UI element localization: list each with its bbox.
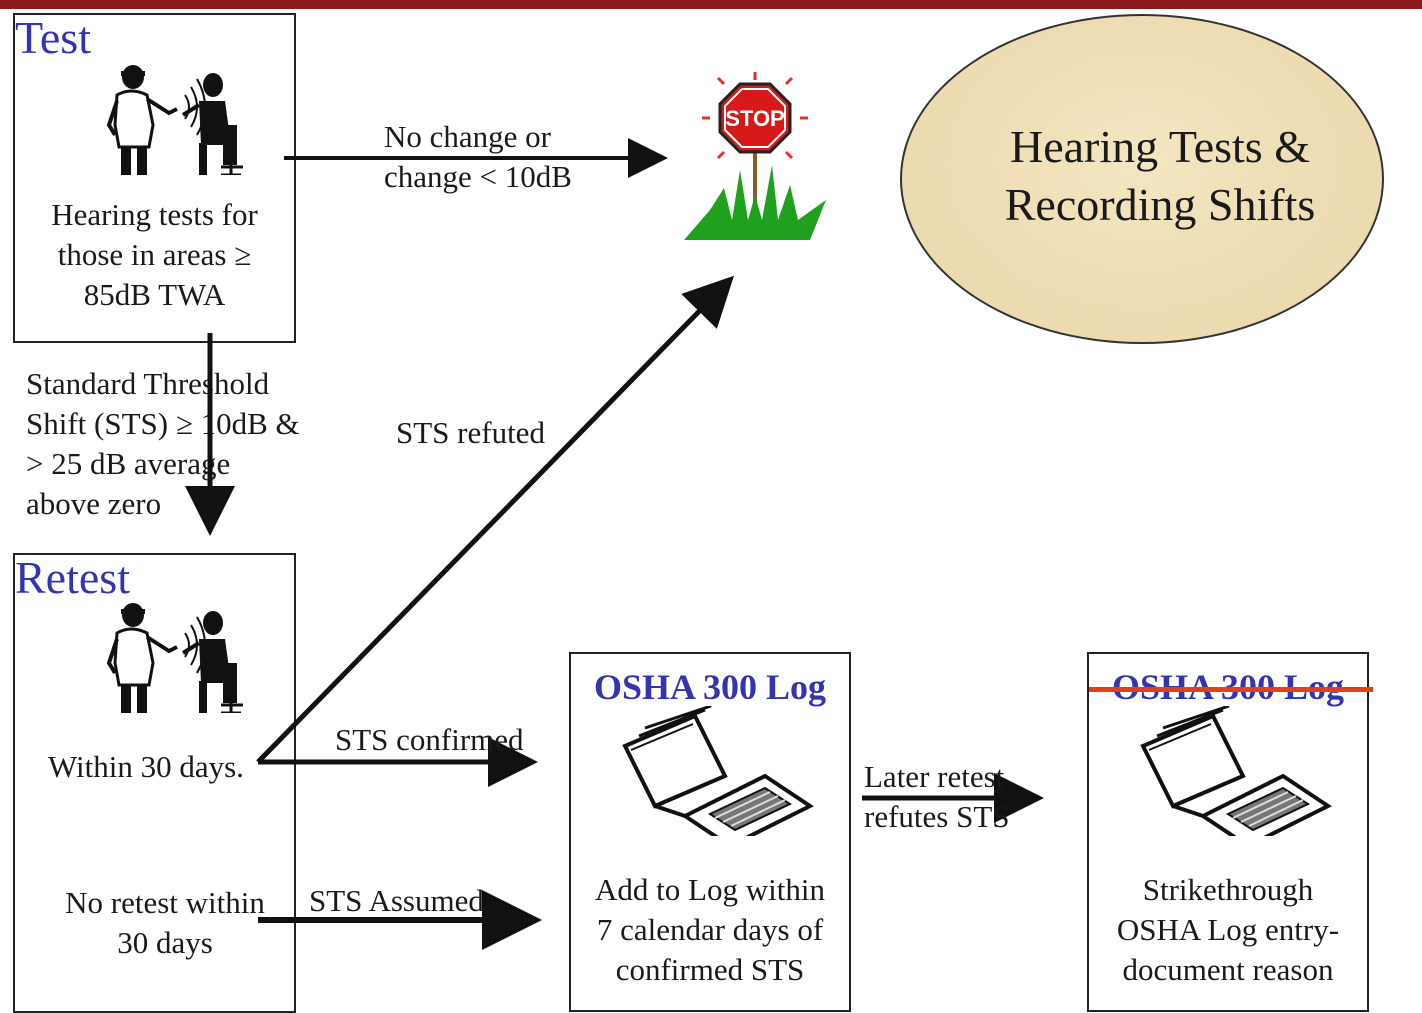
sts-assumed-label: STS Assumed: [309, 883, 484, 918]
arrow-sts-refuted: [256, 275, 734, 764]
doctor-patient-icon: [106, 65, 243, 175]
doctor-patient-icon: [106, 603, 243, 713]
laptop-log-icon: [1140, 706, 1332, 836]
osha-log-title: OSHA 300 Log: [593, 667, 827, 707]
sts-criteria: Standard Threshold Shift (STS) ≥ 10dB & …: [26, 364, 300, 524]
sts-criteria-line-3: > 25 dB average: [26, 446, 231, 481]
stop-sign-icon: STOP: [684, 72, 826, 240]
sts-criteria-line-2: Shift (STS) ≥ 10dB &: [26, 406, 300, 441]
no-retest-text: No retest within 30 days: [35, 883, 295, 963]
osha-strike-desc-line-1: Strikethrough: [1142, 872, 1314, 907]
strike-line: [1089, 687, 1373, 692]
diagram-title: Hearing Tests & Recording Shifts: [900, 118, 1420, 234]
title-line-2: Recording Shifts: [1004, 179, 1316, 230]
no-change-label: No change or change < 10dB: [384, 117, 572, 197]
test-title: Test: [15, 12, 91, 63]
no-retest-line-2: 30 days: [117, 925, 213, 960]
test-desc-line-1: Hearing tests for: [51, 197, 258, 232]
later-retest-label: Later retest refutes STS: [864, 757, 1010, 837]
sts-confirmed-label: STS confirmed: [335, 722, 524, 757]
top-accent-bar: [0, 0, 1422, 9]
osha-log-desc-line-3: confirmed STS: [615, 952, 805, 987]
retest-title: Retest: [15, 552, 130, 603]
later-retest-line-2: refutes STS: [864, 799, 1010, 834]
title-ellipse: [900, 14, 1384, 344]
retest-box: Retest Within 30 days. No retest within …: [13, 552, 296, 1013]
test-description: Hearing tests for those in areas ≥ 85dB …: [15, 195, 294, 315]
osha-strike-description: Strikethrough OSHA Log entry- document r…: [1089, 870, 1367, 990]
title-line-1: Hearing Tests &: [1010, 121, 1310, 172]
osha-log-description: Add to Log within 7 calendar days of con…: [571, 870, 849, 990]
osha-strike-desc-line-3: document reason: [1122, 952, 1334, 987]
osha-log-box: OSHA 300 Log Add to Log within 7 calenda…: [569, 652, 851, 1012]
no-retest-line-1: No retest within: [65, 885, 265, 920]
osha-strike-box: OSHA 300 Log Strikethrough OSHA Log entr…: [1087, 652, 1373, 1012]
no-change-line-2: change < 10dB: [384, 159, 572, 194]
sts-criteria-line-1: Standard Threshold: [26, 366, 270, 401]
sts-refuted-label: STS refuted: [396, 415, 545, 450]
test-desc-line-2: those in areas ≥: [57, 237, 252, 272]
test-desc-line-3: 85dB TWA: [83, 277, 226, 312]
no-change-line-1: No change or: [384, 119, 551, 154]
osha-log-desc-line-2: 7 calendar days of: [596, 912, 824, 947]
retest-within: Within 30 days.: [48, 749, 244, 784]
stop-sign-text: STOP: [725, 106, 785, 131]
later-retest-line-1: Later retest: [864, 759, 1005, 794]
sts-criteria-line-4: above zero: [26, 486, 162, 521]
test-box: Test Hearing tests for those in areas ≥ …: [13, 12, 296, 343]
osha-strike-desc-line-2: OSHA Log entry-: [1116, 912, 1340, 947]
osha-log-desc-line-1: Add to Log within: [595, 872, 825, 907]
laptop-log-icon: [622, 706, 814, 836]
